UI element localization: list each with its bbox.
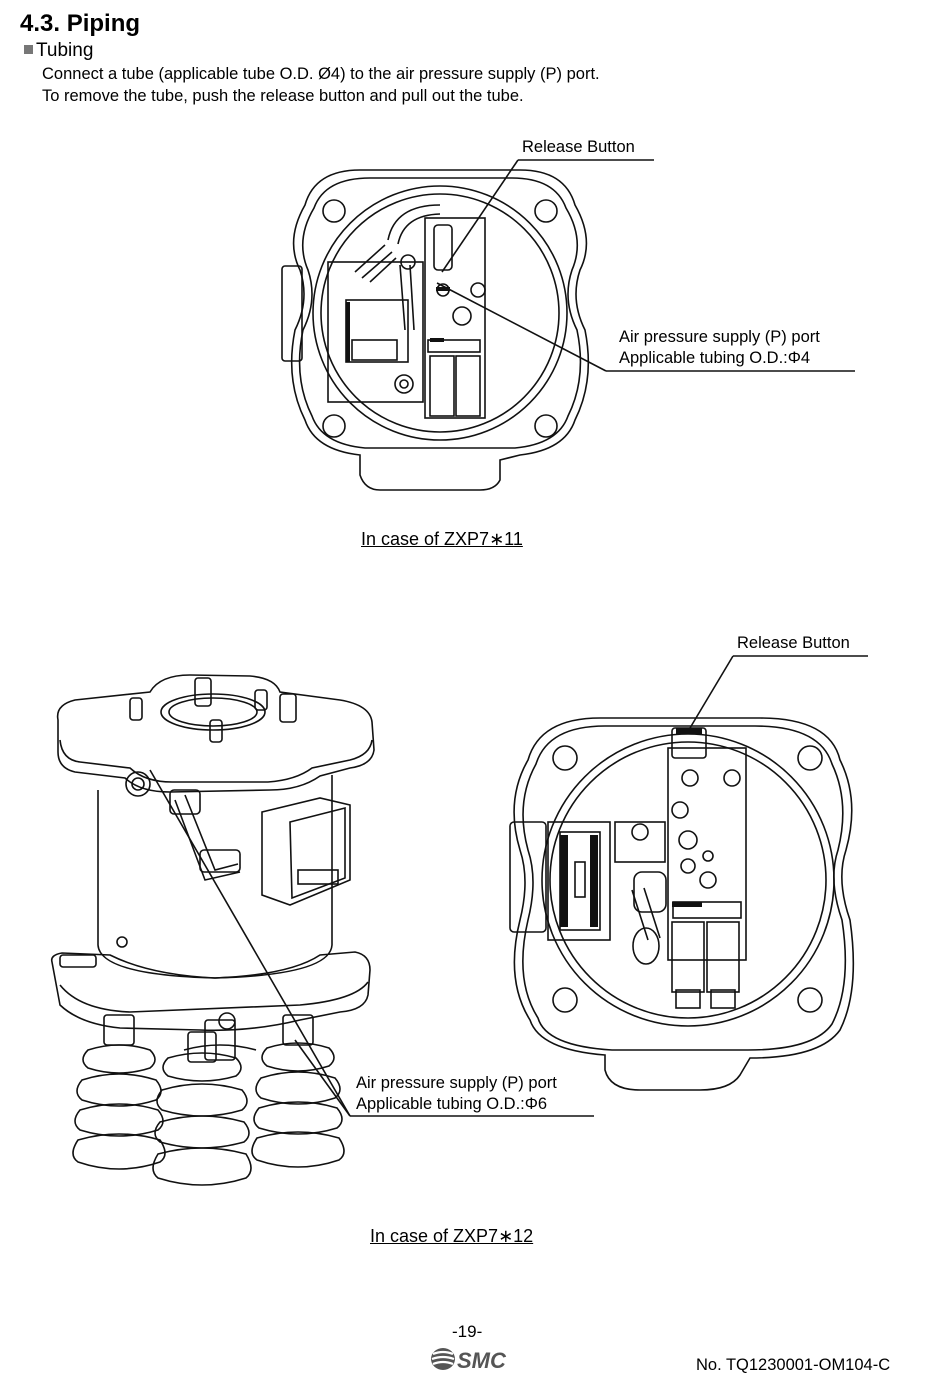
document-number: No. TQ1230001-OM104-C [696,1356,891,1374]
fig1-gripper-top-view [281,169,590,491]
subsection-title: Tubing [24,40,93,62]
fig1-caption: In case of ZXP7∗11 [361,529,523,549]
svg-text:SMC: SMC [457,1348,507,1373]
fig1-release-button-label: Release Button [522,138,635,156]
fig1-port-label-line1: Air pressure supply (P) port [619,328,820,346]
fig2-caption: In case of ZXP7∗12 [370,1226,534,1246]
square-bullet-icon [24,45,33,54]
fig1-port-label-line2: Applicable tubing O.D.:Φ4 [619,349,811,367]
page-number: -19- [452,1322,483,1341]
instruction-line-1: Connect a tube (applicable tube O.D. Ø4)… [42,65,600,83]
instruction-line-2: To remove the tube, push the release but… [42,87,524,105]
section-title: 4.3. Piping [20,10,141,37]
fig2-port-label-line2: Applicable tubing O.D.:Φ6 [356,1095,548,1113]
fig1-leader-lines [436,159,855,372]
fig2-release-button-label: Release Button [737,634,850,652]
fig2-gripper-isometric-view [50,674,375,1186]
smc-logo-icon: SMC [431,1348,507,1373]
fig2-port-leader-lines [149,769,594,1117]
fig2-port-label-line1: Air pressure supply (P) port [356,1074,557,1092]
fig2-release-leader-lines [689,655,868,729]
suction-cups [72,1014,345,1186]
fig2-gripper-top-view [509,717,855,1091]
